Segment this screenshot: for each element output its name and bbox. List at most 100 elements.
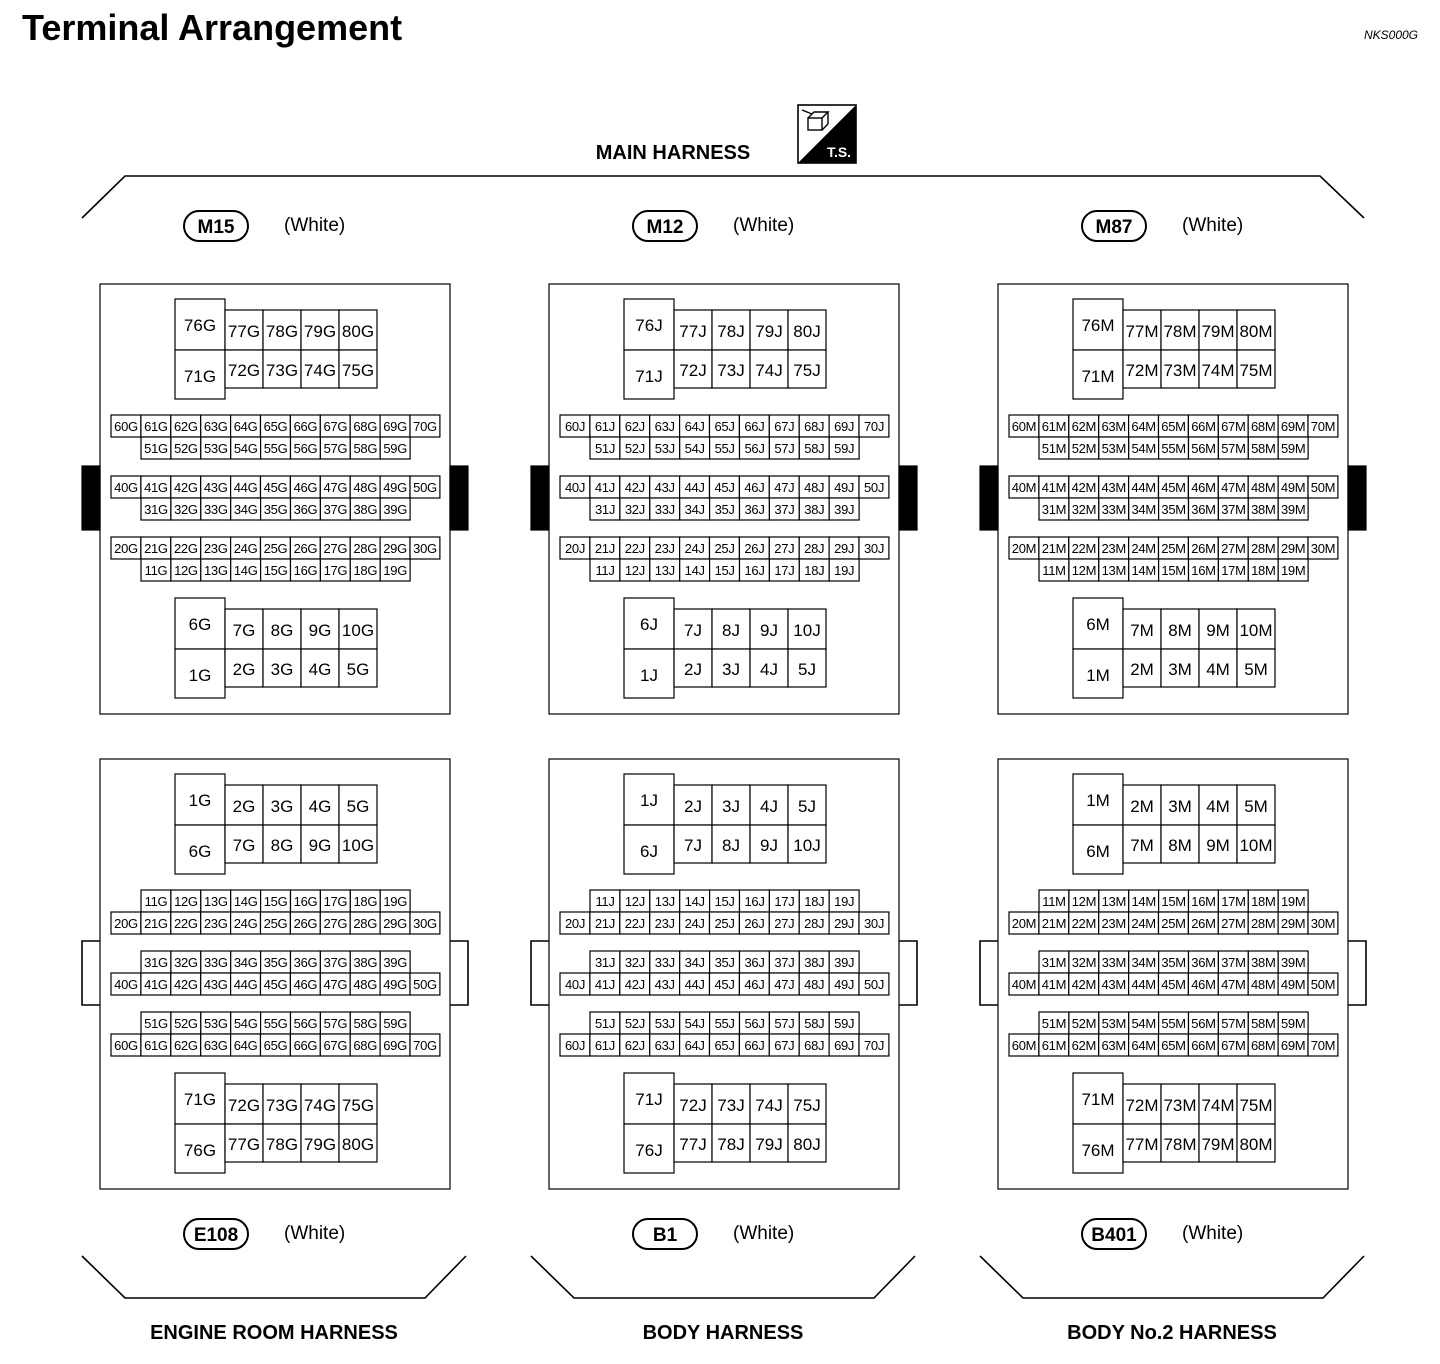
pin-label: 5J bbox=[798, 660, 816, 679]
pin-label: 67M bbox=[1221, 1038, 1245, 1053]
pin-label: 48J bbox=[804, 977, 824, 992]
pin-cell bbox=[1198, 648, 1238, 688]
pin-label: 58M bbox=[1251, 441, 1275, 456]
pin-cell bbox=[828, 436, 860, 460]
pin-cell bbox=[338, 1123, 378, 1163]
pin-label: 30J bbox=[864, 916, 884, 931]
pin-cell bbox=[1198, 824, 1238, 864]
pin-cell bbox=[711, 1123, 751, 1163]
pin-label: 3M bbox=[1168, 660, 1192, 679]
pin-label: 36J bbox=[744, 502, 764, 517]
pin-label: 51G bbox=[144, 441, 168, 456]
pin-label: 56G bbox=[294, 441, 318, 456]
pin-label: 68J bbox=[804, 419, 824, 434]
pin-cell bbox=[1122, 648, 1162, 688]
pin-label: 45G bbox=[264, 977, 288, 992]
pin-label: 46M bbox=[1191, 977, 1215, 992]
pin-label: 40J bbox=[565, 480, 585, 495]
pin-label: 36M bbox=[1191, 502, 1215, 517]
pin-label: 62J bbox=[625, 1038, 645, 1053]
pin-label: 19M bbox=[1281, 563, 1305, 578]
pin-label: 36G bbox=[294, 502, 318, 517]
connector-color-note: (White) bbox=[1182, 215, 1243, 236]
pin-label: 64M bbox=[1131, 419, 1155, 434]
pin-label: 22M bbox=[1072, 916, 1096, 931]
pin-label: 71G bbox=[184, 367, 216, 386]
pin-label: 70J bbox=[864, 1038, 884, 1053]
pin-label: 60G bbox=[114, 419, 138, 434]
pin-label: 7M bbox=[1130, 836, 1154, 855]
pin-label: 66J bbox=[744, 419, 764, 434]
pin-label: 62G bbox=[174, 419, 198, 434]
pin-cell bbox=[673, 648, 713, 688]
pin-cell bbox=[1307, 972, 1339, 996]
pin-label: 17G bbox=[324, 894, 348, 909]
pin-label: 75M bbox=[1239, 1096, 1272, 1115]
pin-label: 30M bbox=[1311, 916, 1335, 931]
pin-cell bbox=[787, 648, 827, 688]
pin-cell bbox=[623, 349, 675, 400]
pin-label: 80J bbox=[793, 1135, 820, 1154]
pin-label: 33M bbox=[1102, 955, 1126, 970]
pin-label: 38G bbox=[353, 502, 377, 517]
pin-label: 37J bbox=[774, 502, 794, 517]
pin-label: 52J bbox=[625, 441, 645, 456]
pin-label: 1M bbox=[1086, 791, 1110, 810]
pin-label: 65J bbox=[714, 1038, 734, 1053]
pin-label: 78J bbox=[717, 1135, 744, 1154]
pin-label: 65M bbox=[1161, 1038, 1185, 1053]
pin-label: 78J bbox=[717, 322, 744, 341]
pin-label: 64G bbox=[234, 419, 258, 434]
pin-label: 28G bbox=[353, 541, 377, 556]
pin-label: 68J bbox=[804, 1038, 824, 1053]
pin-label: 22G bbox=[174, 916, 198, 931]
pin-label: 4G bbox=[309, 797, 332, 816]
connector-m15: M15(White)76G71G77G72G78G73G79G74G80G75G… bbox=[81, 210, 469, 715]
pin-label: 31J bbox=[595, 502, 615, 517]
connector-id-badge: E108 bbox=[183, 1218, 249, 1250]
pin-label: 9G bbox=[309, 621, 332, 640]
pin-cell bbox=[224, 648, 264, 688]
pin-label: 9M bbox=[1206, 836, 1230, 855]
pin-label: 33M bbox=[1102, 502, 1126, 517]
pin-label: 26J bbox=[744, 916, 764, 931]
pin-cell bbox=[711, 608, 751, 650]
pin-cell bbox=[174, 349, 226, 400]
pin-cell bbox=[409, 1033, 441, 1057]
pin-label: 65M bbox=[1161, 419, 1185, 434]
pin-label: 59J bbox=[834, 1016, 854, 1031]
pin-label: 57G bbox=[324, 1016, 348, 1031]
pin-label: 70J bbox=[864, 419, 884, 434]
pin-label: 18M bbox=[1251, 563, 1275, 578]
pin-label: 70M bbox=[1311, 1038, 1335, 1053]
pin-label: 54J bbox=[685, 441, 705, 456]
pin-label: 68G bbox=[353, 1038, 377, 1053]
pin-label: 12G bbox=[174, 894, 198, 909]
pin-cell bbox=[1307, 1033, 1339, 1057]
pin-label: 9J bbox=[760, 621, 778, 640]
pin-label: 54G bbox=[234, 1016, 258, 1031]
pin-label: 80M bbox=[1239, 322, 1272, 341]
pin-cell bbox=[224, 1083, 264, 1125]
engine-room-harness-label: ENGINE ROOM HARNESS bbox=[150, 1322, 398, 1344]
pin-label: 38M bbox=[1251, 955, 1275, 970]
pin-label: 24M bbox=[1131, 916, 1155, 931]
pin-label: 10J bbox=[793, 836, 820, 855]
pin-label: 30J bbox=[864, 541, 884, 556]
pin-label: 42G bbox=[174, 480, 198, 495]
pin-label: 39J bbox=[834, 502, 854, 517]
pin-label: 23J bbox=[655, 541, 675, 556]
pin-label: 47M bbox=[1221, 480, 1245, 495]
pin-label: 35G bbox=[264, 955, 288, 970]
pin-label: 48J bbox=[804, 480, 824, 495]
pin-label: 10M bbox=[1239, 621, 1272, 640]
pin-label: 24J bbox=[685, 541, 705, 556]
connector-id: M15 bbox=[198, 217, 235, 238]
pin-label: 45M bbox=[1161, 480, 1185, 495]
pin-label: 11M bbox=[1042, 894, 1065, 909]
pin-label: 21G bbox=[144, 916, 168, 931]
pin-label: 43J bbox=[655, 977, 675, 992]
pin-label: 14M bbox=[1132, 563, 1156, 578]
pin-cell bbox=[1307, 475, 1339, 499]
pin-label: 17M bbox=[1221, 894, 1245, 909]
